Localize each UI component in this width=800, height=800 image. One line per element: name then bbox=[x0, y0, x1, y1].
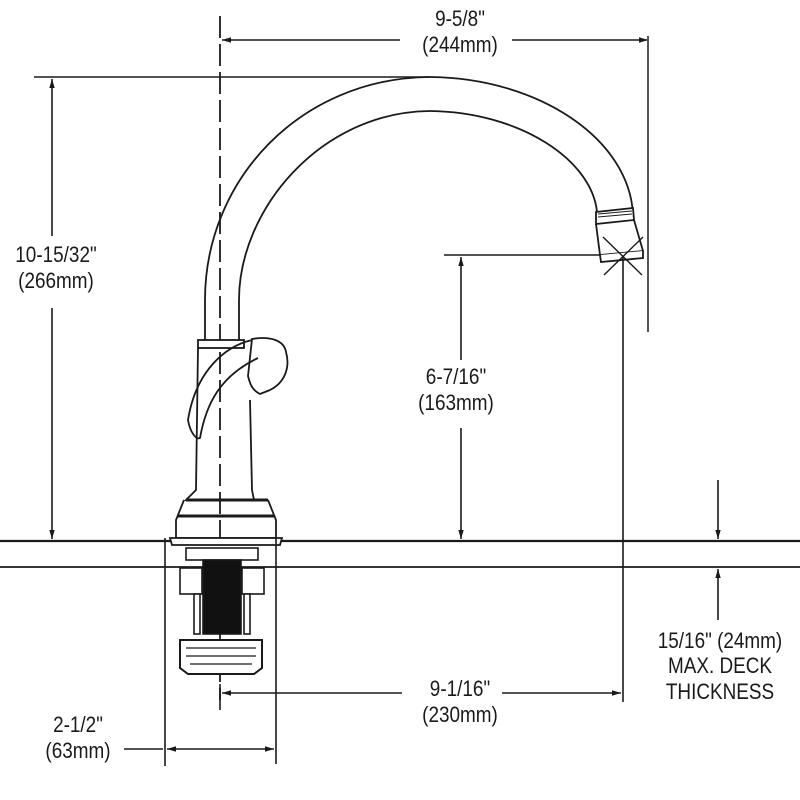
dim-overall-height-lines bbox=[34, 76, 430, 539]
threaded-shank bbox=[179, 547, 265, 635]
dim-overall-height-imperial: 10-15/32" bbox=[15, 242, 97, 267]
dim-overall-height-metric: (266mm) bbox=[18, 268, 94, 294]
dim-spout-height-label: 6-7/16" (163mm) bbox=[404, 364, 507, 417]
dim-spout-height-lines bbox=[444, 254, 624, 702]
lever-handle bbox=[187, 337, 289, 440]
aerator bbox=[595, 207, 645, 276]
dim-overall-height-label: 10-15/32" (266mm) bbox=[8, 242, 104, 295]
dim-deck-thickness-label: 15/16" (24mm) MAX. DECK THICKNESS bbox=[646, 628, 794, 704]
dim-deck-thickness-line3: THICKNESS bbox=[665, 678, 775, 704]
dim-spout-reach-label: 9-1/16" (230mm) bbox=[400, 676, 520, 729]
dim-base-imperial: 2-1/2" bbox=[53, 712, 103, 737]
dim-overall-reach-metric: (244mm) bbox=[422, 32, 498, 58]
faucet-body bbox=[168, 339, 284, 546]
dim-spout-reach-metric: (230mm) bbox=[422, 702, 498, 728]
dim-spout-height-metric: (163mm) bbox=[418, 390, 494, 416]
dim-spout-reach-imperial: 9-1/16" bbox=[429, 676, 491, 701]
dim-overall-reach-label: 9-5/8" (244mm) bbox=[396, 6, 525, 59]
dim-base-label: 2-1/2" (63mm) bbox=[26, 712, 129, 765]
dim-base-metric: (63mm) bbox=[45, 738, 111, 764]
gooseneck-spout bbox=[204, 76, 634, 341]
dim-spout-reach-lines bbox=[219, 684, 621, 710]
dim-overall-reach-lines bbox=[222, 36, 649, 332]
mounting-nut bbox=[179, 639, 263, 675]
dim-overall-reach-imperial: 9-5/8" bbox=[435, 6, 485, 31]
dim-deck-thickness-line2: MAX. DECK bbox=[667, 653, 773, 679]
dim-base-lines bbox=[124, 538, 277, 766]
deck-surface bbox=[0, 539, 800, 568]
dim-deck-thickness-line1: 15/16" (24mm) bbox=[657, 628, 783, 653]
dim-spout-height-imperial: 6-7/16" bbox=[425, 364, 487, 389]
